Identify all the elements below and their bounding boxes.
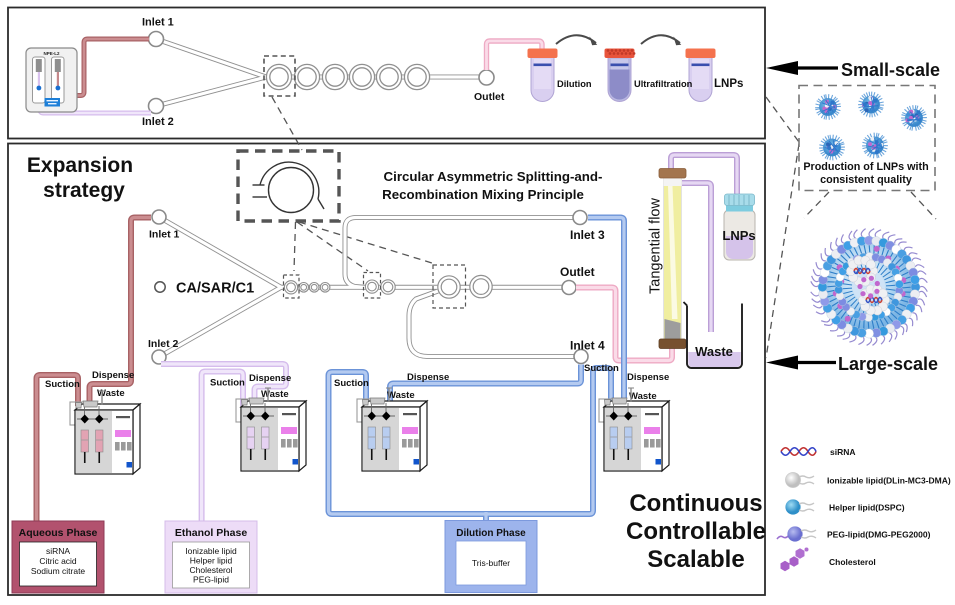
svg-text:Large-scale: Large-scale [838, 354, 938, 374]
svg-text:Small-scale: Small-scale [841, 60, 940, 80]
svg-text:Ultrafiltration: Ultrafiltration [634, 79, 693, 89]
svg-text:CA/SAR/C1: CA/SAR/C1 [176, 281, 254, 297]
svg-text:Scalable: Scalable [647, 546, 744, 573]
svg-text:Waste: Waste [97, 388, 125, 399]
svg-text:Dispense: Dispense [249, 373, 291, 384]
svg-text:Outlet: Outlet [474, 91, 505, 103]
svg-text:PEG-lipid(DMG-PEG2000): PEG-lipid(DMG-PEG2000) [827, 530, 931, 540]
svg-text:consistent quality: consistent quality [820, 174, 912, 186]
svg-text:Cholesterol: Cholesterol [829, 557, 876, 567]
svg-text:Dispense: Dispense [407, 372, 449, 383]
svg-text:Production of LNPs with: Production of LNPs with [803, 161, 928, 173]
svg-text:Citric acid: Citric acid [39, 556, 77, 566]
svg-text:Waste: Waste [629, 391, 657, 402]
svg-text:Outlet: Outlet [560, 265, 595, 279]
svg-text:Circular Asymmetric Splitting-: Circular Asymmetric Splitting-and- [384, 169, 603, 184]
svg-text:Ethanol Phase: Ethanol Phase [175, 527, 248, 539]
svg-text:Aqueous Phase: Aqueous Phase [19, 527, 98, 539]
svg-text:Tris-buffer: Tris-buffer [472, 558, 510, 568]
svg-text:Tangential flow: Tangential flow [648, 198, 664, 294]
svg-text:Inlet 1: Inlet 1 [149, 229, 180, 241]
svg-text:Expansion: Expansion [27, 154, 133, 177]
svg-text:Inlet 1: Inlet 1 [142, 17, 174, 29]
svg-text:Helper lipid: Helper lipid [190, 556, 233, 566]
svg-text:Inlet 4: Inlet 4 [570, 339, 605, 353]
svg-text:Sodium citrate: Sodium citrate [31, 566, 86, 576]
svg-text:Ionizable lipid(DLin-MC3-DMA): Ionizable lipid(DLin-MC3-DMA) [827, 476, 951, 486]
svg-text:Ionizable lipid: Ionizable lipid [185, 546, 237, 556]
svg-text:Continuous: Continuous [629, 490, 762, 517]
svg-text:NPE-L2: NPE-L2 [43, 51, 60, 56]
svg-text:LNPs: LNPs [722, 228, 755, 243]
svg-text:PEG-lipid: PEG-lipid [193, 575, 229, 585]
svg-text:siRNA: siRNA [46, 546, 70, 556]
svg-text:Recombination Mixing Principle: Recombination Mixing Principle [382, 187, 584, 202]
svg-text:Suction: Suction [210, 378, 245, 389]
svg-text:Dilution Phase: Dilution Phase [456, 528, 526, 539]
svg-text:Suction: Suction [45, 379, 80, 390]
svg-text:strategy: strategy [43, 179, 125, 202]
svg-text:Dispense: Dispense [627, 372, 669, 383]
svg-text:Helper lipid(DSPC): Helper lipid(DSPC) [829, 503, 905, 513]
svg-text:Cholesterol: Cholesterol [190, 565, 233, 575]
svg-text:Dilution: Dilution [557, 79, 592, 89]
svg-text:Waste: Waste [387, 390, 415, 401]
svg-text:Waste: Waste [261, 389, 289, 400]
svg-text:Inlet 3: Inlet 3 [570, 228, 605, 242]
svg-text:Dispense: Dispense [92, 370, 134, 381]
svg-text:LNPs: LNPs [714, 78, 743, 90]
svg-text:Inlet 2: Inlet 2 [142, 116, 174, 128]
svg-text:Controllable: Controllable [626, 518, 766, 545]
svg-text:siRNA: siRNA [830, 447, 856, 457]
svg-text:Inlet 2: Inlet 2 [148, 338, 179, 350]
svg-text:Waste: Waste [695, 344, 733, 359]
svg-text:Suction: Suction [584, 363, 619, 374]
svg-text:Suction: Suction [334, 378, 369, 389]
